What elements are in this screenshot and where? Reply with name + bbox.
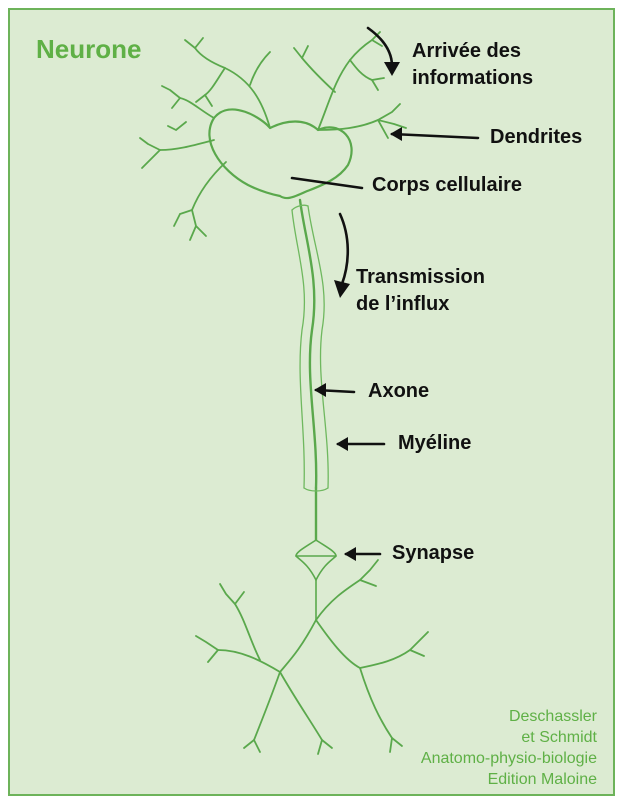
label-transmission-line1: Transmission [356,264,485,291]
label-dendrites: Dendrites [490,124,582,151]
label-arrivee-line1: Arrivée des [412,38,533,65]
label-arrivee-line2: informations [412,65,533,92]
arrowhead-myeline [336,437,348,451]
lower-dendrites [196,560,428,754]
arrowhead-axone [314,383,326,397]
arrowhead-arrivee [384,62,400,76]
upper-dendrites [140,32,406,240]
synapse [296,540,336,620]
label-arrivee: Arrivée des informations [412,38,533,92]
axon [300,200,316,540]
leader-corps [292,178,362,188]
arrowhead-transmission [334,280,350,298]
label-transmission-line2: de l’influx [356,291,485,318]
arrowhead-synapse [344,547,356,561]
arrowhead-dendrites [390,127,402,141]
credit-line2: et Schmidt [421,727,597,748]
label-axone: Axone [368,378,429,405]
arrow-transmission-curve [340,214,348,284]
credit-line1: Deschassler [421,706,597,727]
credit-line3: Anatomo-physio-biologie [421,748,597,769]
leader-dendrites [392,134,478,138]
label-transmission: Transmission de l’influx [356,264,485,318]
label-synapse: Synapse [392,540,474,567]
figure-title: Neurone [36,34,141,65]
label-myeline: Myéline [398,430,471,457]
cell-body [209,109,351,198]
label-corps-cellulaire: Corps cellulaire [372,172,522,199]
image-credit: Deschassler et Schmidt Anatomo-physio-bi… [421,706,597,790]
arrow-arrivee-curve [368,28,392,66]
credit-line4: Edition Maloine [421,769,597,790]
